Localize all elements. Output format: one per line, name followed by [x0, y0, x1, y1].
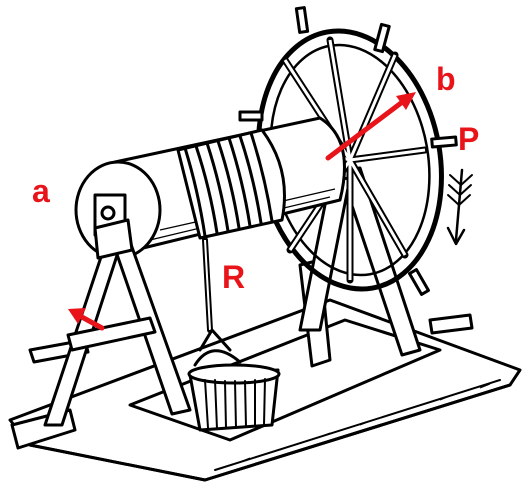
- winding-drum: [74, 116, 346, 260]
- label-r: R: [222, 259, 245, 295]
- axle-pin: [100, 205, 116, 221]
- wheel-handles: [238, 6, 458, 296]
- label-b: b: [436, 61, 456, 97]
- rope-and-bucket: [187, 237, 281, 432]
- rope-coils: [176, 128, 286, 240]
- feathered-arrow-icon: [446, 168, 473, 246]
- radius-arrow-a: [68, 308, 105, 331]
- left-support-frame: [43, 218, 192, 427]
- radius-arrow-b: [325, 92, 416, 161]
- label-a: a: [32, 173, 50, 209]
- label-p: P: [458, 121, 479, 157]
